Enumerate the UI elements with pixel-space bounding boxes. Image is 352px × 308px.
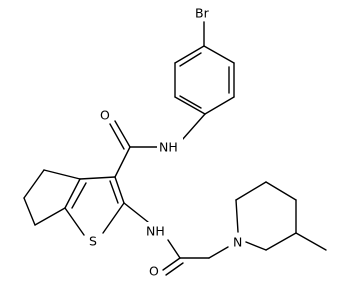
bond-carbonyl-o-1 <box>114 120 131 148</box>
bond-c4-c5 <box>23 169 45 199</box>
bond-c2-c3 <box>114 176 125 204</box>
bond-carbonyl-o-2 <box>109 123 125 150</box>
thiophene-ring <box>64 176 125 236</box>
bromophenyl-ring <box>174 45 235 115</box>
bond-acyl-carbonyl-o-1 <box>162 257 181 271</box>
bond-nh-acyl-carbonyl <box>167 239 181 259</box>
atom-s-thiophene: S <box>87 232 100 249</box>
atom-nh-acyl: NH <box>144 222 170 239</box>
atom-label-nh-acyl: NH <box>146 224 165 239</box>
bond-c3a-c4 <box>43 169 81 180</box>
bond-c3a-c6a <box>64 178 81 209</box>
bond-ring-c4-c5 <box>174 96 206 115</box>
bond-ring-c1-c2 <box>203 45 235 64</box>
bond-c2-nh <box>123 202 149 223</box>
bond-c2p-c3p <box>235 181 267 201</box>
bond-carbonyl-c3 <box>114 146 131 178</box>
atom-nh-amide: NH <box>157 138 183 155</box>
atom-o-acyl: O <box>147 262 162 279</box>
bond-c3p-c4p <box>265 181 297 201</box>
atom-label-o-acyl: O <box>149 264 159 279</box>
bond-n-c2p <box>235 199 239 233</box>
piperidine-ring <box>235 181 297 251</box>
bond-ch2-n <box>208 246 229 259</box>
bond-ring-double-2 <box>179 95 202 109</box>
atom-label-br: Br <box>195 6 210 21</box>
bond-c6a-s <box>64 207 85 236</box>
bond-ring-double-3 <box>179 52 202 67</box>
bond-ring-nh <box>181 113 206 141</box>
atom-label-n-piperidine: N <box>233 235 242 250</box>
atom-label-s-thiophene: S <box>89 234 97 249</box>
bond-c6-c6a <box>34 207 66 226</box>
bond-c3-c3a <box>79 176 116 180</box>
bond-c5p-methyl <box>295 232 327 251</box>
atom-br: Br <box>193 4 217 21</box>
bond-c2-c3-double <box>109 180 119 204</box>
bond-acyl-carbonyl-o-2 <box>165 262 184 276</box>
bond-c6p-n <box>245 241 267 251</box>
bond-ring-c6-c1 <box>174 45 205 64</box>
atom-o-amide: O <box>98 106 113 123</box>
atom-n-piperidine: N <box>231 233 245 250</box>
atom-label-o-amide: O <box>100 108 110 123</box>
bond-c5p-c6p <box>265 232 297 251</box>
atom-label-nh-amide: NH <box>159 140 178 155</box>
bond-c6a-double <box>71 182 87 209</box>
bond-c5-c6 <box>23 197 36 226</box>
bond-s-c2 <box>102 202 125 234</box>
cyclopentane-ring <box>23 169 81 226</box>
bond-ring-c3-c4 <box>204 96 235 115</box>
